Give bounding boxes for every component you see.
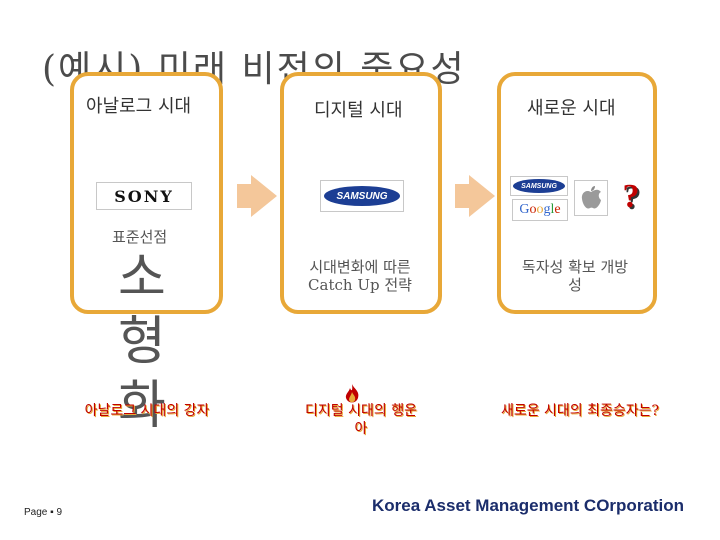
flame-icon bbox=[340, 382, 364, 410]
page-number: Page ▪ 9 bbox=[24, 507, 63, 518]
apple-icon bbox=[574, 180, 608, 216]
analog-era-conclusion: 아날로그 시대의 강자 bbox=[84, 403, 210, 419]
digital-era-heading: 디지털 시대 bbox=[310, 96, 407, 122]
digital-era-conclusion: 디지털 시대의 행운아 bbox=[305, 403, 417, 437]
vertical-char-hwa: 화 bbox=[118, 376, 166, 436]
vertical-char-hyeong: 형 bbox=[118, 312, 166, 372]
company-footer: Korea Asset Management COrporation bbox=[372, 496, 685, 515]
new-era-strategy: 독자성 확보 개방성 bbox=[521, 258, 629, 294]
sony-logo: SONY bbox=[96, 182, 192, 210]
analog-era-heading: 아날로그 시대 bbox=[82, 92, 196, 118]
vertical-char-so: 소 bbox=[118, 248, 166, 308]
arrow-right-icon bbox=[455, 175, 495, 217]
question-icon: ? bbox=[622, 178, 640, 215]
arrow-right-icon bbox=[237, 175, 277, 217]
sony-logo-text: SONY bbox=[114, 186, 174, 206]
standard-preemption-label: 표준선점 bbox=[112, 228, 168, 246]
samsung-logo-small-text: SAMSUNG bbox=[513, 179, 565, 193]
new-era-heading: 새로운 시대 bbox=[523, 94, 620, 120]
samsung-logo-small: SAMSUNG bbox=[510, 176, 568, 196]
new-era-conclusion: 새로운 시대의 최종승자는? bbox=[500, 403, 660, 419]
samsung-logo: SAMSUNG bbox=[320, 180, 404, 212]
samsung-logo-text: SAMSUNG bbox=[324, 186, 400, 206]
digital-era-strategy: 시대변화에 따른 Catch Up 전략 bbox=[308, 258, 412, 294]
